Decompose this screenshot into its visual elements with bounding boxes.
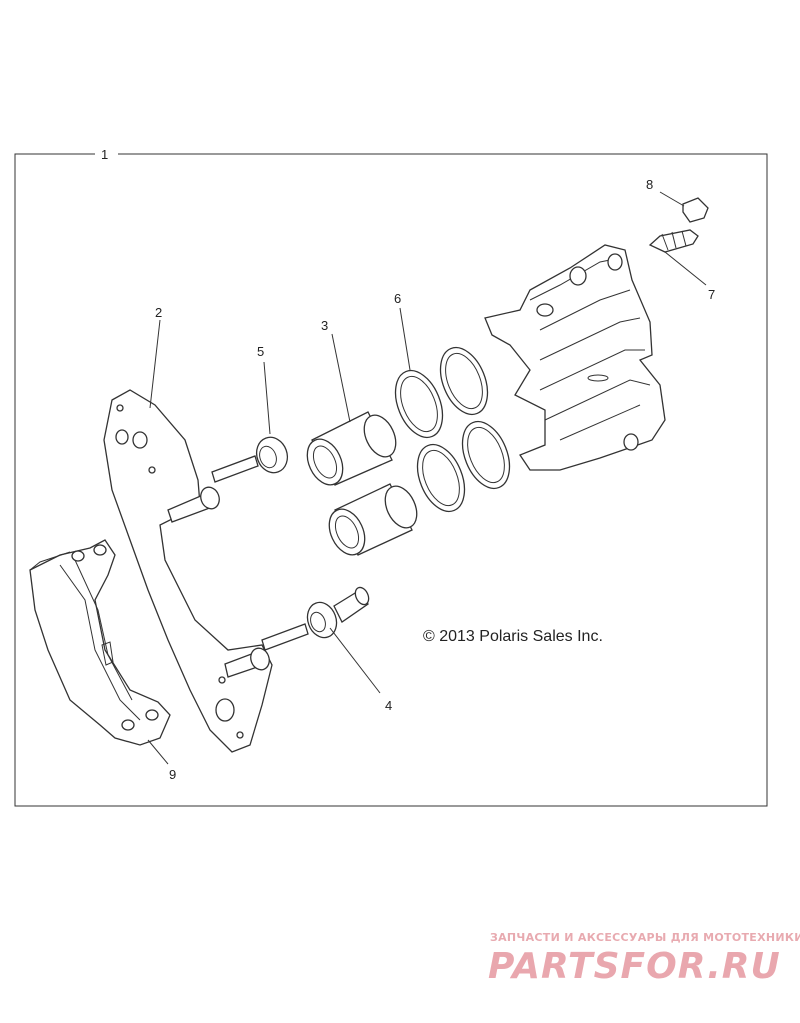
callout-bracket: 2 [155,305,162,320]
assembly-frame: 1 [14,147,768,807]
callout-assembly: 1 [101,147,108,162]
watermark: ЗАПЧАСТИ И АКСЕССУАРЫ ДЛЯ МОТОТЕХНИКИ PA… [488,931,800,987]
callout-numbers: 2 3 5 6 4 7 8 9 [155,177,715,782]
lower-pin-boot [261,586,370,651]
callout-pad: 9 [169,767,176,782]
leader-lines [147,191,707,765]
piston-seals [394,346,511,513]
bleeder-screw [648,229,699,253]
brake-pad [29,539,171,746]
copyright-notice: © 2013 Polaris Sales Inc. [423,628,603,645]
caliper-bracket [103,389,273,753]
callout-upper-boot: 5 [257,344,264,359]
callout-lower-pin: 4 [385,698,392,713]
callout-cap: 8 [646,177,653,192]
caliper-body [484,244,666,471]
callout-seals: 6 [394,291,401,306]
callout-piston: 3 [321,318,328,333]
callout-bleeder: 7 [708,287,715,302]
pistons [306,411,418,556]
watermark-brand: PARTSFOR.RU [488,946,781,987]
upper-pin-boot [211,436,289,483]
watermark-tagline: ЗАПЧАСТИ И АКСЕССУАРЫ ДЛЯ МОТОТЕХНИКИ [490,931,800,944]
bleeder-cap [682,197,709,223]
